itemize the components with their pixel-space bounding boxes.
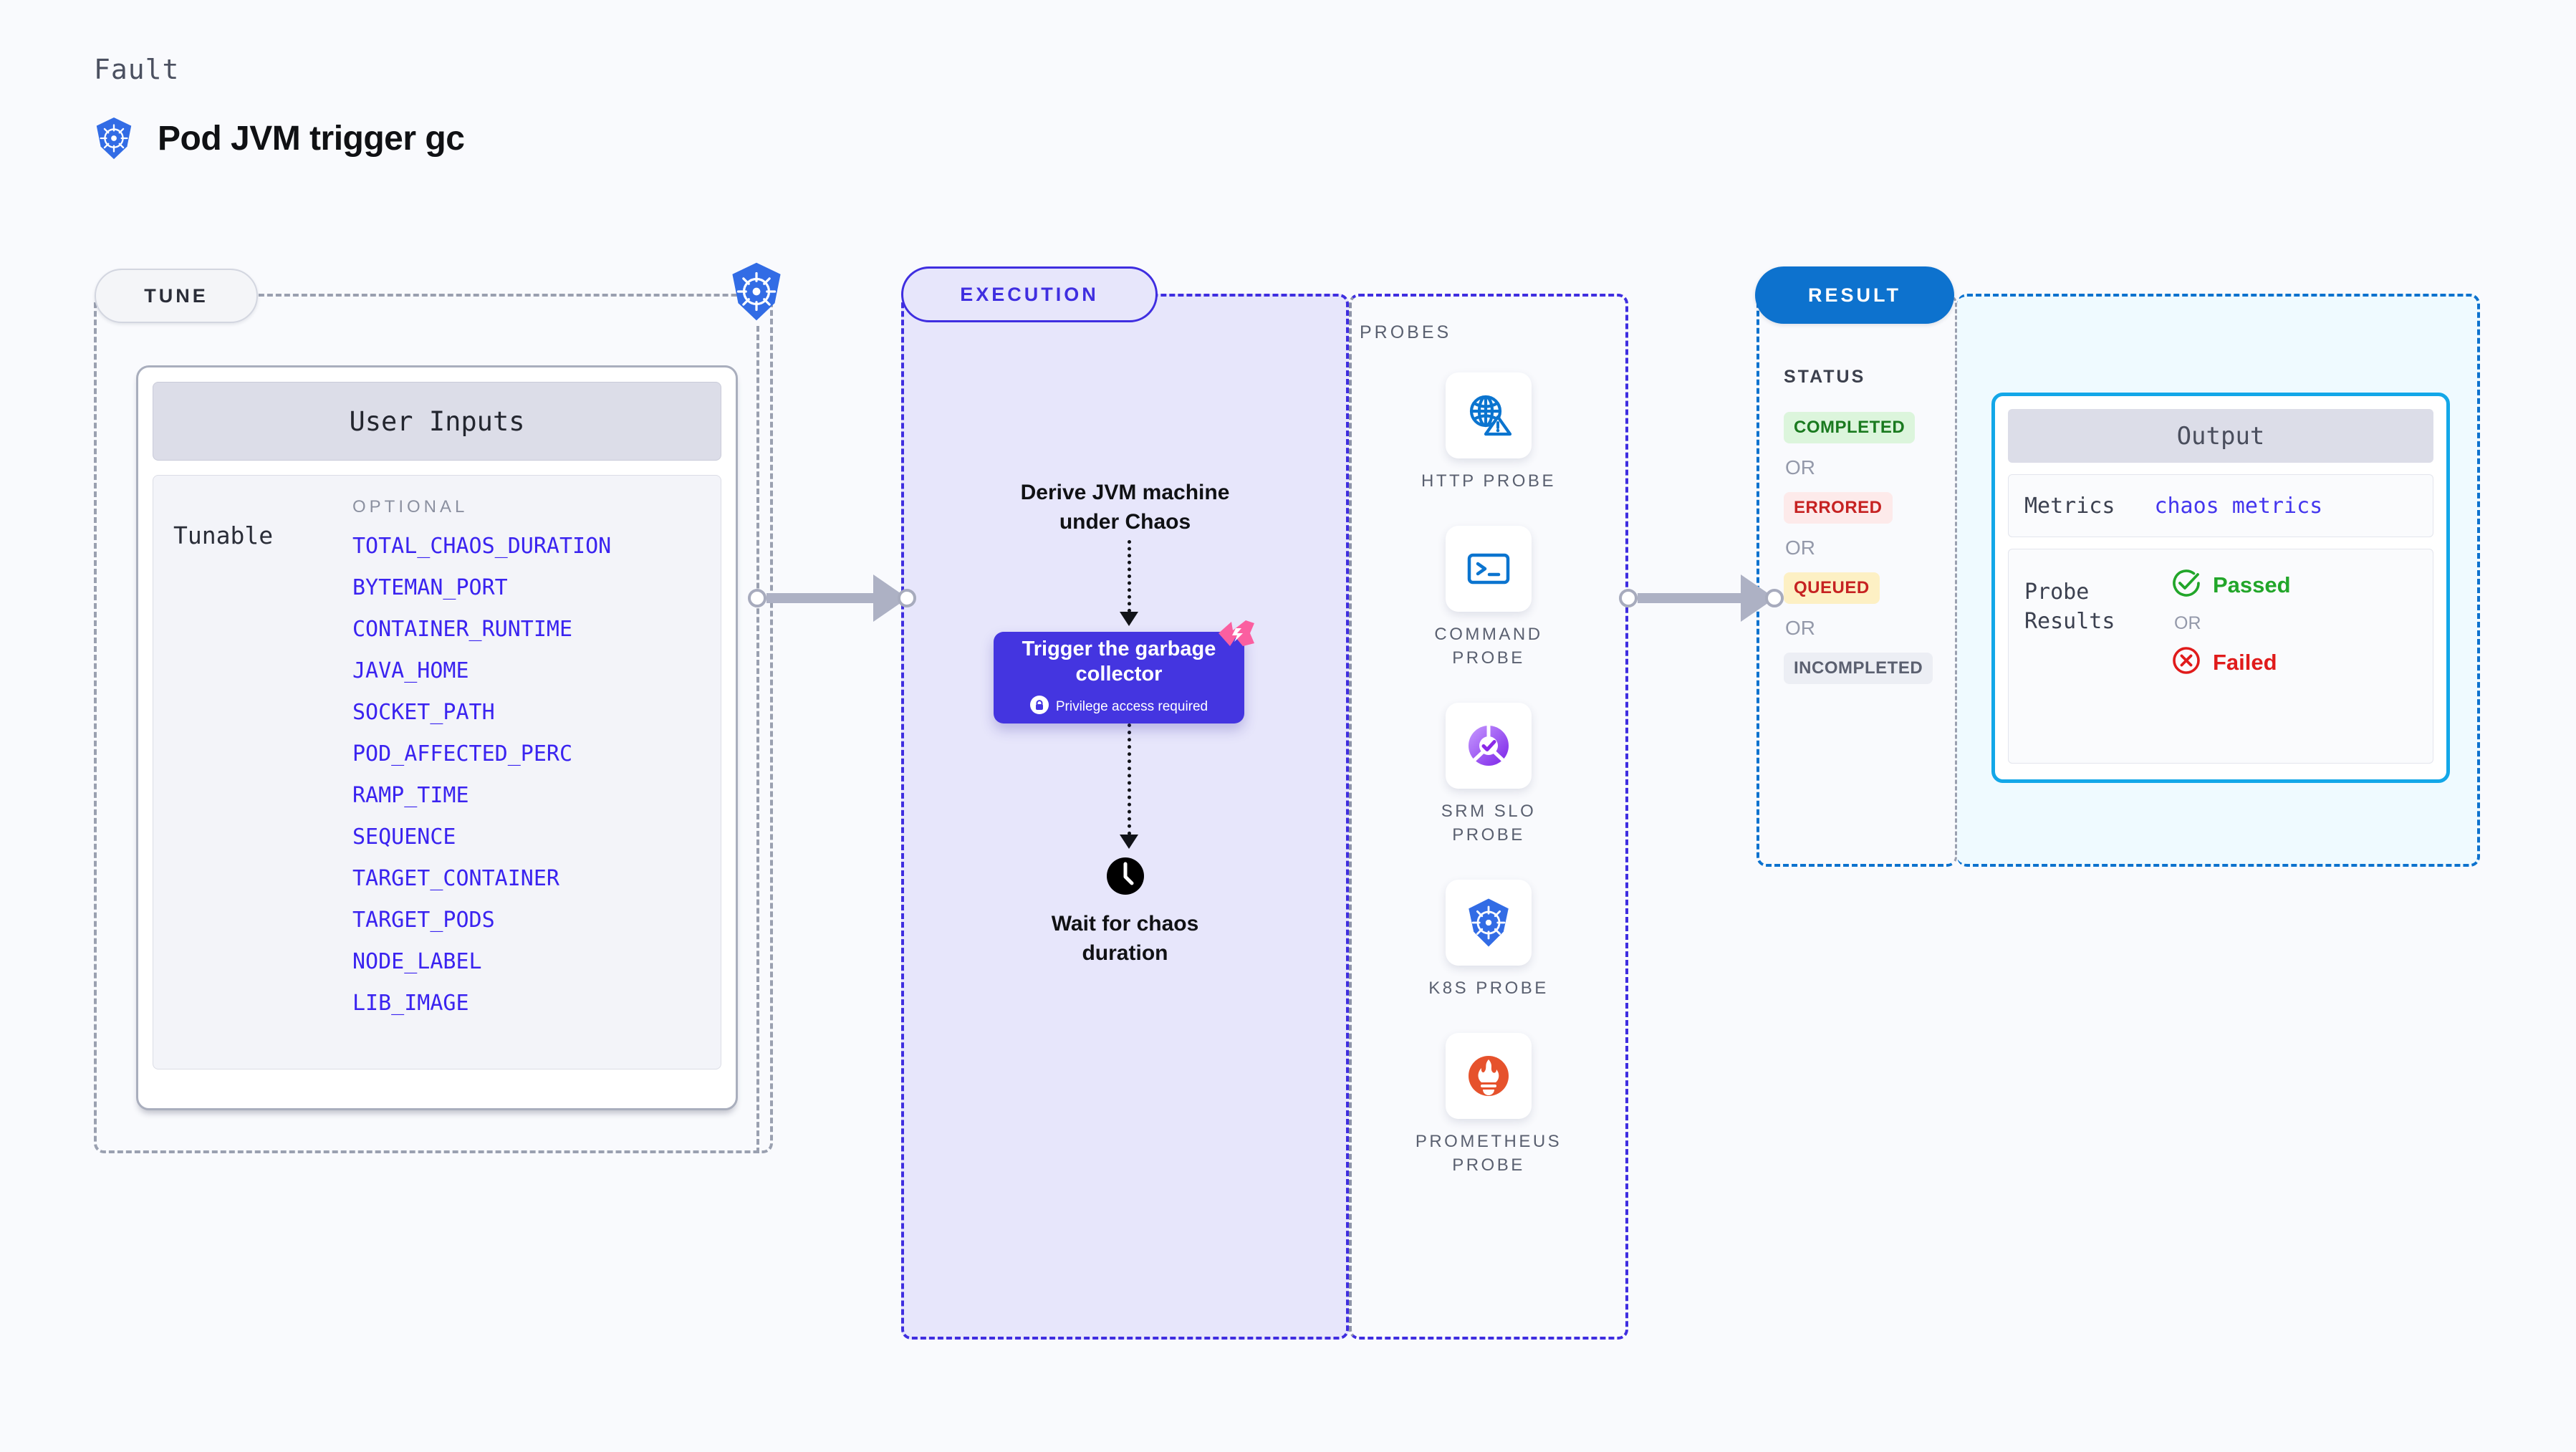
- probes-container: [1349, 294, 1628, 1340]
- tunable-panel: Tunable OPTIONAL TOTAL_CHAOS_DURATION BY…: [153, 475, 721, 1069]
- tunable-item[interactable]: TARGET_CONTAINER: [352, 866, 559, 891]
- tunable-item[interactable]: JAVA_HOME: [352, 658, 469, 683]
- execution-action-note: Privilege access required: [1029, 696, 1208, 718]
- connector-start-dot: [1619, 589, 1638, 607]
- tunable-item[interactable]: SEQUENCE: [352, 824, 456, 850]
- status-badge: COMPLETED: [1784, 412, 1916, 443]
- probe-result-failed-label: Failed: [2213, 649, 2277, 675]
- probe-caption: K8S PROBE: [1428, 978, 1549, 998]
- lock-icon: [1029, 696, 1049, 718]
- output-metrics-value[interactable]: chaos metrics: [2154, 493, 2323, 519]
- tunable-item[interactable]: LIB_IMAGE: [352, 991, 469, 1016]
- connector-probes-to-result: [1619, 574, 1784, 622]
- probes-list: HTTP PROBE COMMAND PROBE: [1349, 372, 1628, 1177]
- connector-shaft: [1638, 593, 1742, 603]
- execution-arrow-1: [1120, 540, 1138, 626]
- status-badge: ERRORED: [1784, 492, 1893, 524]
- status-or-label: OR: [1785, 456, 1815, 479]
- probe-caption: COMMAND PROBE: [1434, 625, 1543, 668]
- connector-shaft: [766, 593, 875, 603]
- globe-warning-icon: [1446, 372, 1532, 458]
- output-probe-results-values: Passed OR Failed: [2171, 568, 2417, 744]
- probe-result-or-label: OR: [2174, 613, 2201, 633]
- clock-icon: [1104, 855, 1147, 901]
- user-inputs-title: User Inputs: [153, 382, 721, 461]
- kubernetes-icon: [1446, 879, 1532, 966]
- connector-end-dot: [898, 589, 916, 607]
- tunable-item[interactable]: BYTEMAN_PORT: [352, 575, 508, 600]
- kubernetes-icon: [92, 116, 136, 160]
- probes-title: PROBES: [1360, 322, 1452, 342]
- probe-item-command[interactable]: COMMAND PROBE: [1395, 526, 1582, 670]
- tunable-optional-label: OPTIONAL: [352, 497, 468, 516]
- tunable-item[interactable]: TOTAL_CHAOS_DURATION: [352, 534, 612, 559]
- output-card: Output Metrics chaos metrics Probe Resul…: [1991, 393, 2450, 783]
- probe-caption: SRM SLO PROBE: [1441, 802, 1537, 845]
- execution-arrow-2: [1120, 723, 1138, 849]
- status-badge: INCOMPLETED: [1784, 653, 1933, 684]
- output-metrics-row: Metrics chaos metrics: [2008, 474, 2433, 537]
- tune-stage-container: [94, 294, 773, 1153]
- user-inputs-card: User Inputs Tunable OPTIONAL TOTAL_CHAOS…: [136, 365, 738, 1110]
- connector-tune-to-execution: [748, 574, 916, 622]
- tunable-items-list: OPTIONAL TOTAL_CHAOS_DURATION BYTEMAN_PO…: [352, 497, 701, 1054]
- probe-result-failed: Failed: [2171, 645, 2417, 679]
- status-title: STATUS: [1784, 367, 1866, 387]
- output-title: Output: [2008, 409, 2433, 463]
- probe-item-k8s[interactable]: K8S PROBE: [1395, 879, 1582, 1000]
- tunable-item[interactable]: RAMP_TIME: [352, 783, 469, 808]
- output-metrics-key: Metrics: [2024, 493, 2115, 519]
- status-badge-stack: COMPLETED OR ERRORED OR QUEUED OR INCOMP…: [1784, 412, 1941, 684]
- x-circle-icon: [2171, 645, 2201, 679]
- probe-caption: HTTP PROBE: [1421, 471, 1556, 491]
- tunable-item[interactable]: TARGET_PODS: [352, 908, 495, 933]
- stage-pill-tune[interactable]: TUNE: [95, 269, 258, 323]
- status-or-label: OR: [1785, 537, 1815, 559]
- tune-kubernetes-badge-icon: [726, 261, 787, 326]
- tunable-item[interactable]: NODE_LABEL: [352, 949, 482, 974]
- tunable-item[interactable]: CONTAINER_RUNTIME: [352, 617, 573, 642]
- probe-item-prometheus[interactable]: PROMETHEUS PROBE: [1395, 1033, 1582, 1177]
- tunable-item[interactable]: POD_AFFECTED_PERC: [352, 741, 573, 766]
- check-circle-icon: [2171, 568, 2201, 602]
- stage-pill-execution[interactable]: EXECUTION: [901, 266, 1158, 322]
- status-badge: QUEUED: [1784, 572, 1880, 604]
- execution-action-title: Trigger the garbage collector: [1022, 637, 1216, 686]
- execution-action-note-text: Privilege access required: [1055, 699, 1208, 715]
- fault-eyebrow-label: Fault: [94, 54, 180, 85]
- output-probe-results-row: Probe Results Passed OR: [2008, 549, 2433, 764]
- probe-item-http[interactable]: HTTP PROBE: [1395, 372, 1582, 493]
- fault-title-row: Pod JVM trigger gc: [92, 116, 465, 160]
- prometheus-icon: [1446, 1033, 1532, 1120]
- terminal-icon: [1446, 526, 1532, 612]
- probe-result-passed: Passed: [2171, 568, 2417, 602]
- execution-wait-label: Wait for chaos duration: [1051, 912, 1199, 965]
- probe-item-srm-slo[interactable]: SRM SLO PROBE: [1395, 703, 1582, 847]
- status-or-label: OR: [1785, 617, 1815, 639]
- page-title: Pod JVM trigger gc: [158, 119, 465, 158]
- chaos-ribbon-icon: [1217, 619, 1256, 653]
- tunable-item[interactable]: SOCKET_PATH: [352, 700, 495, 725]
- connector-end-dot: [1765, 589, 1784, 607]
- output-probe-results-key: Probe Results: [2024, 580, 2115, 634]
- probe-caption: PROMETHEUS PROBE: [1415, 1132, 1562, 1175]
- execution-action-card[interactable]: Trigger the garbage collector Privilege …: [994, 620, 1254, 723]
- tunable-group-label: Tunable: [173, 521, 274, 549]
- probe-result-passed-label: Passed: [2213, 572, 2291, 597]
- stage-pill-result[interactable]: RESULT: [1755, 266, 1954, 324]
- connector-start-dot: [748, 589, 766, 607]
- execution-wait-node: Wait for chaos duration: [901, 855, 1349, 968]
- srm-slo-icon: [1446, 703, 1532, 789]
- tune-vertical-connector: [756, 326, 759, 1153]
- execution-step-derive-jvm: Derive JVM machine under Chaos: [1020, 481, 1230, 534]
